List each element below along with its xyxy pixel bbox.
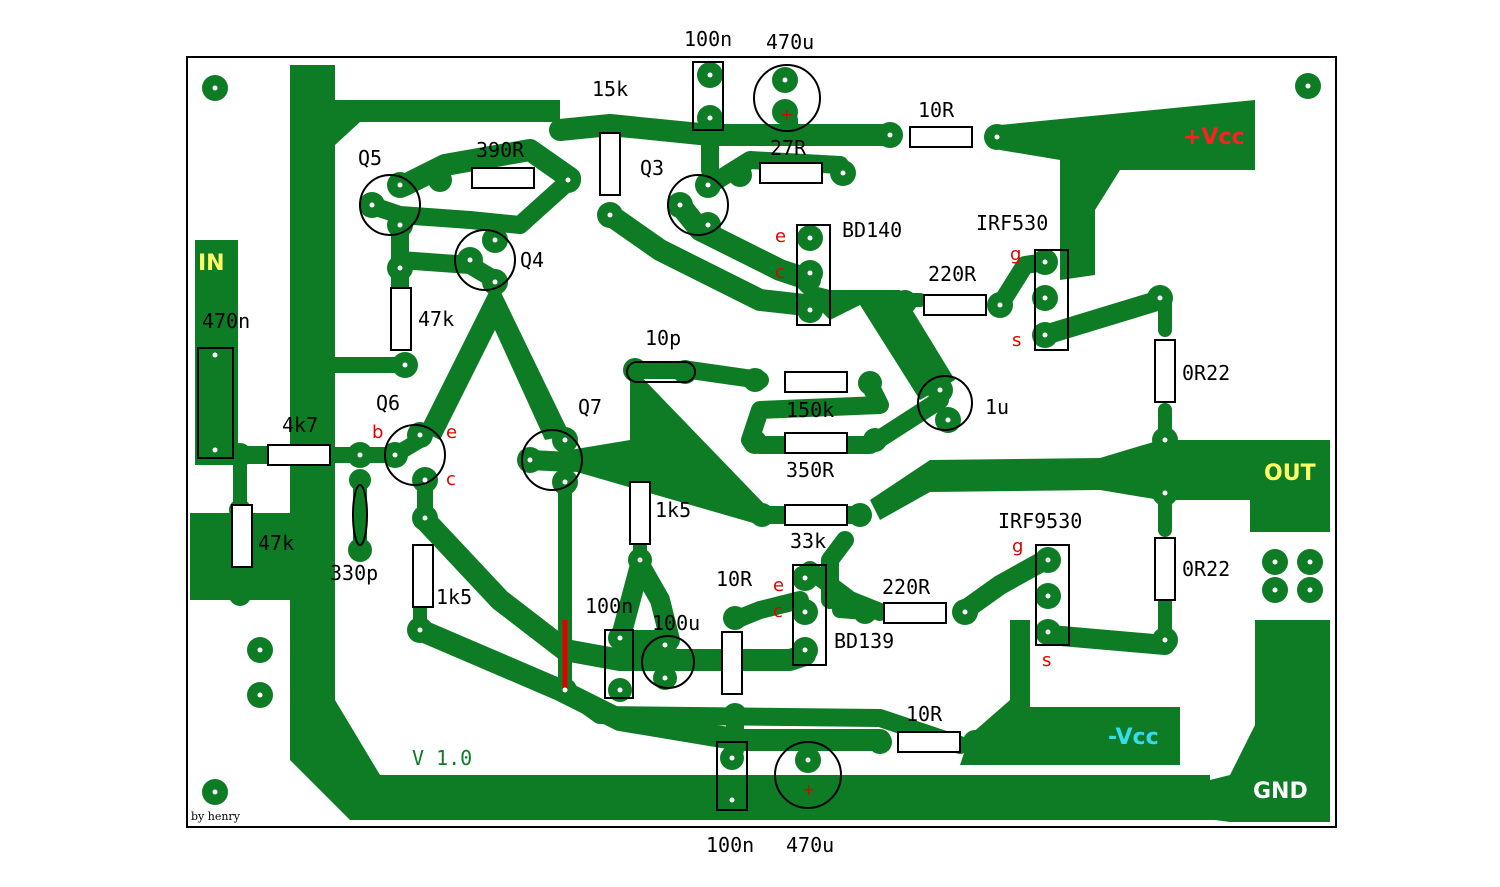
label-1k5-b: 1k5	[436, 585, 472, 609]
label-0R22-top: 0R22	[1182, 361, 1230, 385]
label-q4: Q4	[520, 248, 544, 272]
net-pos-vcc: +Vcc	[1183, 125, 1245, 150]
label-220R-bottom: 220R	[882, 575, 931, 599]
author-label: by henry	[191, 810, 241, 823]
component-outlines: + +	[197, 61, 1176, 811]
label-470u-bottom: 470u	[786, 833, 834, 857]
net-out: OUT	[1264, 461, 1316, 486]
label-10R-top: 10R	[918, 98, 955, 122]
pin-labels: b e c e c e c g s g s	[372, 226, 1051, 671]
label-15k: 15k	[592, 77, 628, 101]
pin-irf530-g: g	[1010, 244, 1021, 265]
label-10R-mid: 10R	[716, 567, 753, 591]
pin-irf9530-g: g	[1012, 536, 1023, 557]
component-labels: 100n 470u 100n 470u 15k 390R 27R 10R 47k…	[202, 27, 1230, 857]
pin-irf9530-s: s	[1042, 650, 1051, 671]
pin-bd140-e: e	[775, 226, 786, 247]
label-1u: 1u	[985, 395, 1009, 419]
pin-bd139-e: e	[773, 575, 784, 596]
board-outline	[186, 56, 1337, 828]
label-bd139: BD139	[834, 629, 894, 653]
copper-planes	[190, 65, 1330, 822]
label-220R-top: 220R	[928, 262, 977, 286]
label-0R22-bottom: 0R22	[1182, 557, 1230, 581]
label-irf9530: IRF9530	[998, 509, 1082, 533]
version-label: V 1.0	[412, 746, 472, 770]
label-bd140: BD140	[842, 218, 902, 242]
net-labels: IN OUT GND +Vcc -Vcc V 1.0 by henry	[191, 125, 1316, 823]
label-330p: 330p	[330, 561, 378, 585]
label-47k-q: 47k	[418, 307, 454, 331]
label-10R-bottom: 10R	[906, 702, 943, 726]
pin-q6-c: c	[446, 469, 456, 490]
net-in: IN	[198, 251, 225, 276]
pin-bd140-c: c	[775, 262, 785, 283]
label-q5: Q5	[358, 146, 382, 170]
label-10p: 10p	[645, 326, 681, 350]
label-100n-bottom: 100n	[706, 833, 754, 857]
label-q3: Q3	[640, 156, 664, 180]
pin-irf530-s: s	[1012, 330, 1021, 351]
label-100n-top: 100n	[684, 27, 732, 51]
label-4k7: 4k7	[282, 413, 318, 437]
label-100n-mid: 100n	[585, 594, 633, 618]
label-33k: 33k	[790, 529, 826, 553]
label-47k-in: 47k	[258, 531, 294, 555]
svg-text:+: +	[802, 780, 815, 799]
pad-holes	[212, 72, 1313, 803]
net-gnd: GND	[1253, 779, 1308, 804]
label-27R: 27R	[770, 136, 807, 160]
label-470u-top: 470u	[766, 30, 814, 54]
label-q6: Q6	[376, 391, 400, 415]
label-470n: 470n	[202, 309, 250, 333]
label-350R: 350R	[786, 458, 835, 482]
label-390R: 390R	[476, 138, 525, 162]
pin-q6-e: e	[446, 422, 457, 443]
pin-bd139-c: c	[773, 601, 783, 622]
label-1k5-a: 1k5	[655, 498, 691, 522]
label-irf530: IRF530	[976, 211, 1048, 235]
pads	[202, 62, 1323, 812]
pin-q6-b: b	[372, 422, 383, 443]
net-neg-vcc: -Vcc	[1108, 725, 1159, 750]
label-150k: 150k	[786, 398, 834, 422]
svg-text:+: +	[780, 105, 793, 124]
label-100u: 100u	[652, 611, 700, 635]
label-q7: Q7	[578, 395, 602, 419]
